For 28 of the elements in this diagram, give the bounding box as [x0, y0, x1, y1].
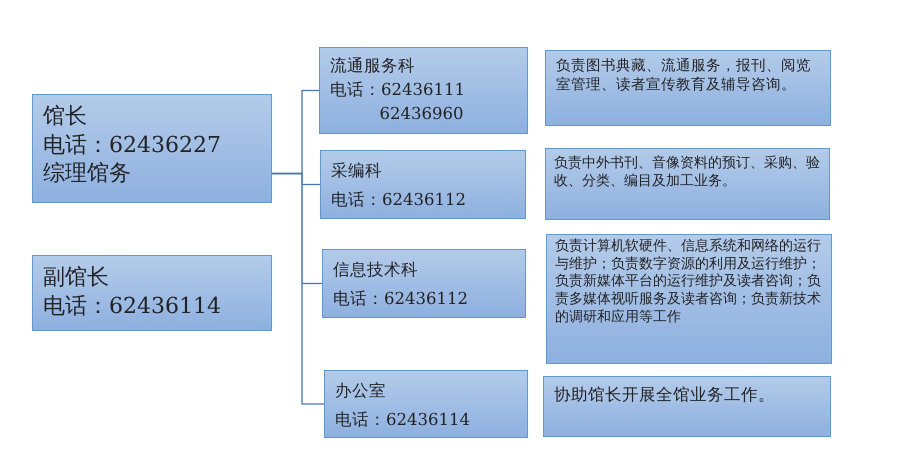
phone-number: 电话：62436111 62436960	[330, 78, 466, 125]
description-box	[546, 234, 832, 364]
duty-text: 综理馆务	[43, 160, 132, 188]
phone-number: 电话：62436114	[43, 292, 222, 321]
description-text: 负责中外书刊、音像资料的预订、采购、验收、分类、编目及加工业务。	[554, 155, 821, 191]
description-text: 协助馆长开展全馆业务工作。	[554, 384, 776, 406]
unit-name: 办公室	[335, 380, 387, 402]
org-unit-box	[32, 255, 272, 331]
description-text: 负责图书典藏、流通服务，报刊、阅览室管理、读者宣传教育及辅导咨询。	[556, 57, 812, 95]
unit-name: 流通服务科	[330, 55, 416, 77]
org-unit-box	[320, 150, 526, 219]
connector-line	[272, 172, 324, 405]
phone-number: 电话：62436112	[333, 288, 469, 310]
unit-name: 馆长	[43, 103, 88, 131]
unit-name: 信息技术科	[333, 259, 419, 281]
org-unit-box	[322, 249, 526, 318]
phone-number: 电话：62436114	[335, 408, 471, 431]
org-unit-box	[32, 94, 272, 203]
description-box	[543, 376, 831, 437]
unit-name: 副馆长	[43, 264, 110, 292]
description-text: 负责计算机软硬件、信息系统和网络的运行与维护；负责数字资源的利用及运行维护；负责新媒体平台的运行维护及读者咨询；负责多媒体视听服务及读者咨询；负责新技术的调研和应用等工作	[555, 238, 822, 326]
description-box	[545, 50, 831, 126]
phone-number: 电话：62436227	[43, 132, 222, 160]
description-box	[545, 148, 830, 220]
org-unit-box	[324, 370, 528, 438]
unit-name: 采编科	[331, 160, 383, 182]
phone-number: 电话：62436112	[331, 188, 467, 211]
org-unit-box	[319, 47, 528, 134]
